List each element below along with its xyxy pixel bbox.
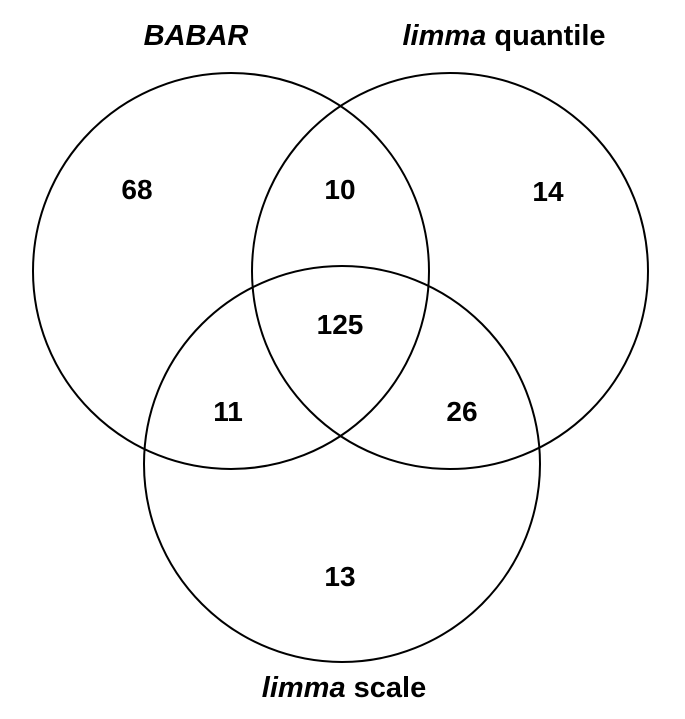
count-babar-scale: 11 <box>213 396 243 427</box>
limma-quantile-label-italic: limma <box>402 20 486 52</box>
limma-quantile-set-label: limma quantile <box>402 20 605 52</box>
limma-quantile-set-circle <box>251 72 649 470</box>
limma-scale-set-label: limma scale <box>262 672 426 704</box>
babar-set-circle <box>32 72 430 470</box>
limma-scale-set-circle <box>143 265 541 663</box>
babar-label-italic: BABAR <box>144 20 249 52</box>
count-all-three: 125 <box>317 309 364 340</box>
count-quantile-scale: 26 <box>446 396 477 427</box>
count-quantile-only: 14 <box>532 176 564 207</box>
limma-scale-label-italic: limma <box>262 672 346 704</box>
limma-quantile-label-rest: quantile <box>486 20 605 52</box>
limma-scale-label-rest: scale <box>346 672 427 704</box>
count-scale-only: 13 <box>324 561 355 592</box>
count-babar-only: 68 <box>121 174 152 205</box>
count-babar-quantile: 10 <box>324 174 355 205</box>
babar-set-label: BABAR <box>144 20 249 52</box>
